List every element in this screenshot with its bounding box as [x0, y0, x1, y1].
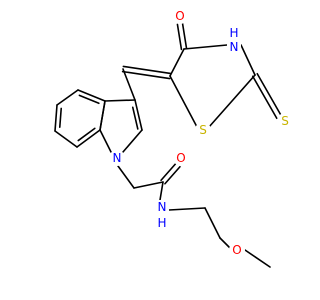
atom-s-thione-label: S: [281, 114, 289, 128]
bond-benzene-2: [54, 104, 58, 132]
bond-n-ch2: [168, 207, 206, 211]
atom-o-ketone: O: [172, 8, 188, 24]
bond-benzene-inner-4: [77, 127, 96, 142]
bond-ch2-ch2: [204, 207, 221, 239]
bond-c3-c3a: [104, 99, 136, 102]
atom-o-amide: O: [173, 150, 189, 166]
bond-c4-o-double-a: [176, 23, 183, 51]
bond-benzene-5: [99, 100, 106, 131]
bond-n3-c2: [240, 44, 256, 76]
atom-n-amide-label: N: [158, 200, 167, 214]
bond-benzene-inner-2: [58, 107, 63, 128]
atom-n-thiazolidine-label: N: [230, 40, 239, 54]
bond-layer: [54, 22, 283, 268]
bond-o-ch3: [244, 249, 271, 268]
atom-o-ether: O: [229, 242, 245, 258]
bond-carbonyl-o-double-b: [160, 162, 177, 182]
atom-label-layer: O H N S S N O N H: [109, 8, 293, 258]
bond-benzene-inner-0: [78, 94, 100, 105]
bond-c2-s-double-b: [256, 72, 283, 117]
bond-n1-ch2: [117, 165, 135, 189]
atom-h-thiazolidine-label: H: [229, 26, 238, 40]
bond-c3-c2-inner: [131, 106, 139, 130]
atom-n-thiazolidine: H N: [227, 26, 241, 55]
atom-n-indole: N: [109, 150, 125, 166]
bond-c2-n1: [122, 129, 143, 153]
bond-ch2-carbonyl: [133, 181, 164, 189]
atom-n-indole-label: N: [113, 151, 122, 165]
bond-c5-ch-double-b: [121, 70, 171, 80]
atom-s-thione: S: [277, 113, 293, 129]
atom-n-amide: N H: [155, 200, 169, 230]
molecule-structure-diagram: O H N S S N O N H: [54, 8, 293, 268]
bond-benzene-4: [76, 129, 101, 148]
atom-s-ring-label: S: [199, 123, 207, 137]
atom-o-amide-label: O: [176, 151, 185, 165]
bond-c4-n3: [183, 44, 228, 50]
atom-o-ether-label: O: [232, 243, 241, 257]
bond-benzene-1: [56, 89, 79, 106]
bond-s1-c5: [169, 75, 198, 128]
bond-carbonyl-n: [159, 181, 164, 201]
bond-benzene-0: [77, 89, 106, 102]
bond-c5-ch-double-a: [122, 65, 172, 75]
bond-c4-o-double-b: [181, 22, 188, 50]
bond-c2-s-double-a: [251, 75, 278, 120]
atom-s-ring: S: [195, 122, 211, 138]
bond-c5-c4: [169, 48, 185, 77]
bond-ch2-o: [219, 237, 231, 249]
bond-carbonyl-o-double-a: [164, 165, 181, 185]
bond-benzene-3: [54, 130, 78, 148]
atom-o-ketone-label: O: [175, 9, 184, 23]
bond-ch-c3: [122, 68, 136, 101]
bond-c3-c2: [134, 99, 143, 131]
atom-h-amide-label: H: [157, 216, 166, 230]
bond-n1-c7a: [99, 129, 112, 153]
bond-c2-s1: [208, 74, 256, 128]
